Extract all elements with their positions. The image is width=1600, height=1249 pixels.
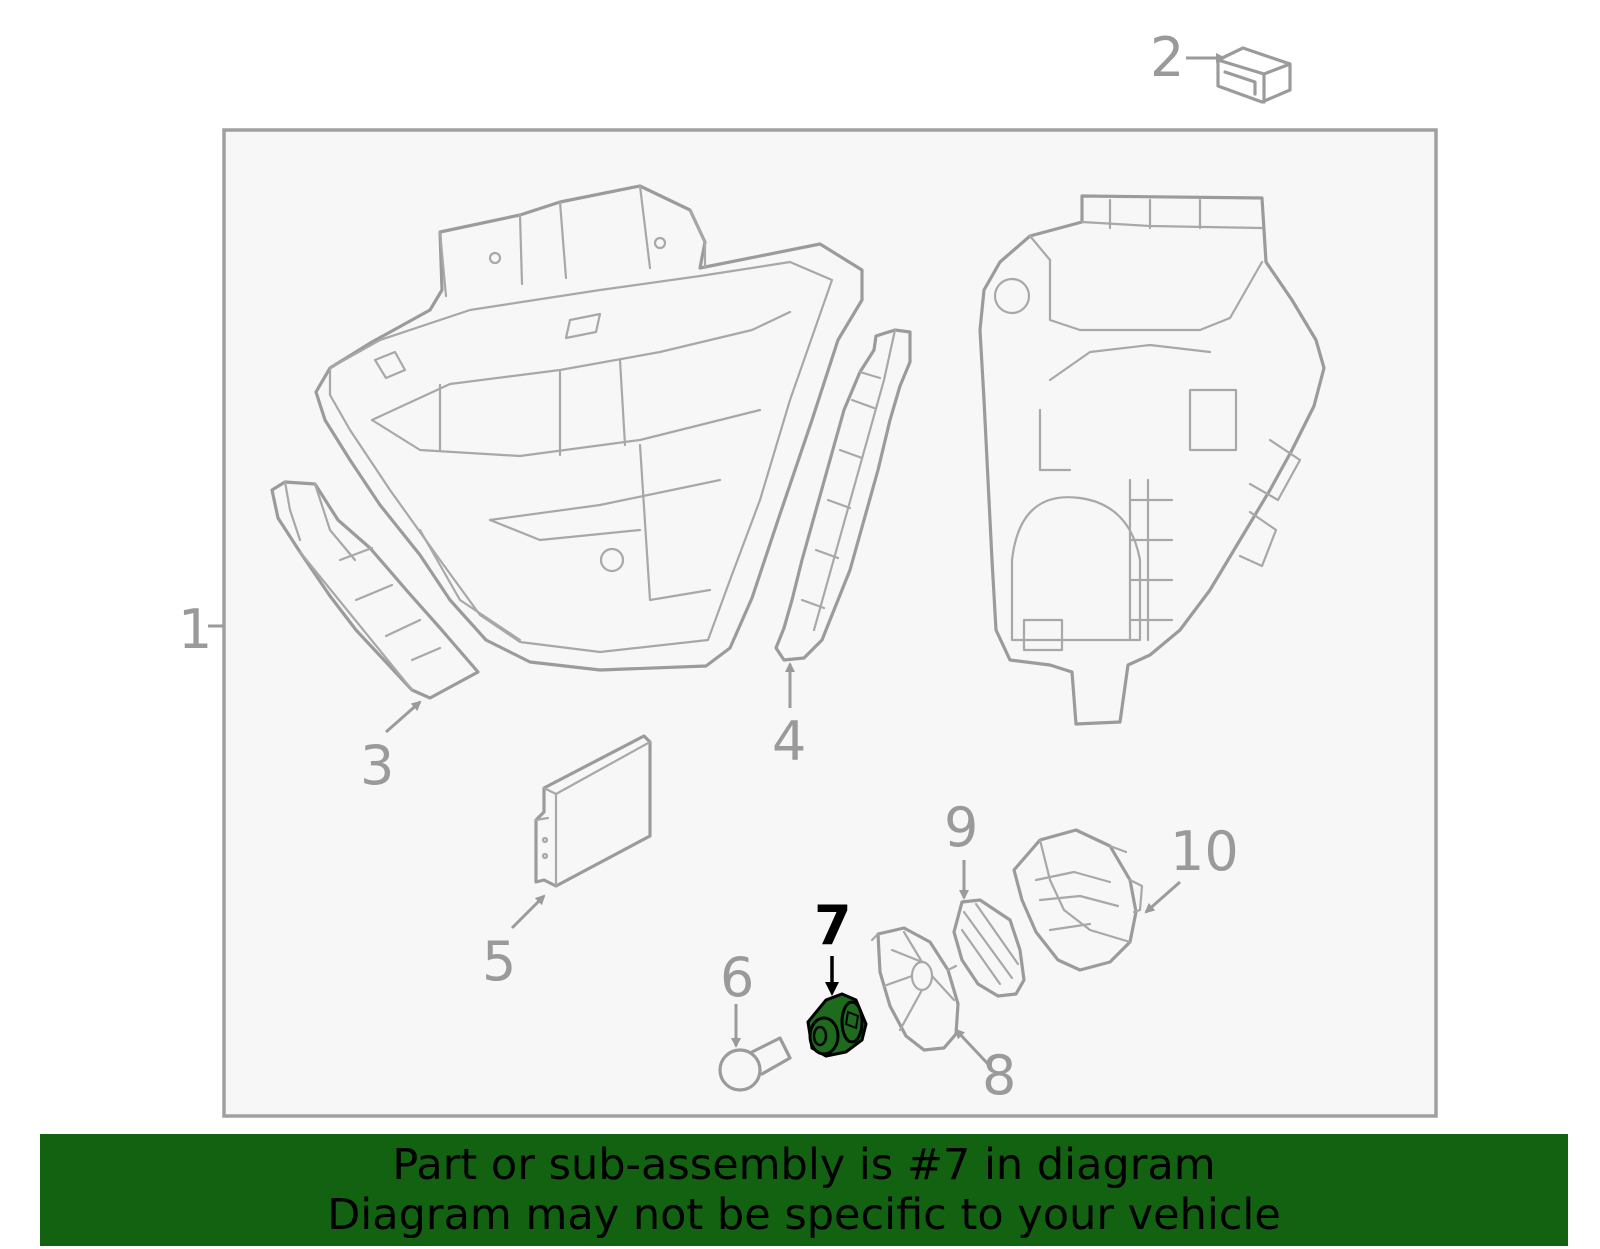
- callout-10: 10: [1170, 820, 1239, 883]
- part-1-lamp-lens: [314, 184, 864, 672]
- callout-1: 1: [178, 598, 212, 661]
- banner-line-2: Diagram may not be specific to your vehi…: [327, 1190, 1281, 1240]
- part-8-reflector-cup: [870, 926, 960, 1052]
- leader-5: [510, 894, 546, 930]
- part-4-side-reflector: [774, 328, 912, 662]
- callout-6: 6: [720, 946, 754, 1009]
- banner-line-1: Part or sub-assembly is #7 in diagram: [392, 1140, 1216, 1190]
- part-5-circuit-board: [534, 734, 652, 888]
- part-3-reflector: [270, 480, 480, 700]
- leader-3: [385, 700, 422, 734]
- callout-3: 3: [360, 734, 394, 797]
- info-banner: Part or sub-assembly is #7 in diagram Di…: [40, 1134, 1568, 1246]
- callout-4: 4: [772, 710, 806, 773]
- callout-5: 5: [482, 930, 516, 993]
- part-2-bracket: [1216, 46, 1292, 104]
- callout-7: 7: [814, 894, 852, 957]
- lamp-housing: [978, 194, 1326, 726]
- callout-9: 9: [944, 796, 978, 859]
- callout-2: 2: [1150, 26, 1184, 89]
- leader-10: [1144, 880, 1181, 914]
- part-9-gasket: [952, 898, 1026, 998]
- part-7-socket: [806, 992, 868, 1058]
- leader-8: [954, 1028, 990, 1066]
- part-6-bulb: [718, 1036, 792, 1092]
- part-10-socket-base: [1012, 828, 1144, 972]
- callout-8: 8: [982, 1044, 1016, 1107]
